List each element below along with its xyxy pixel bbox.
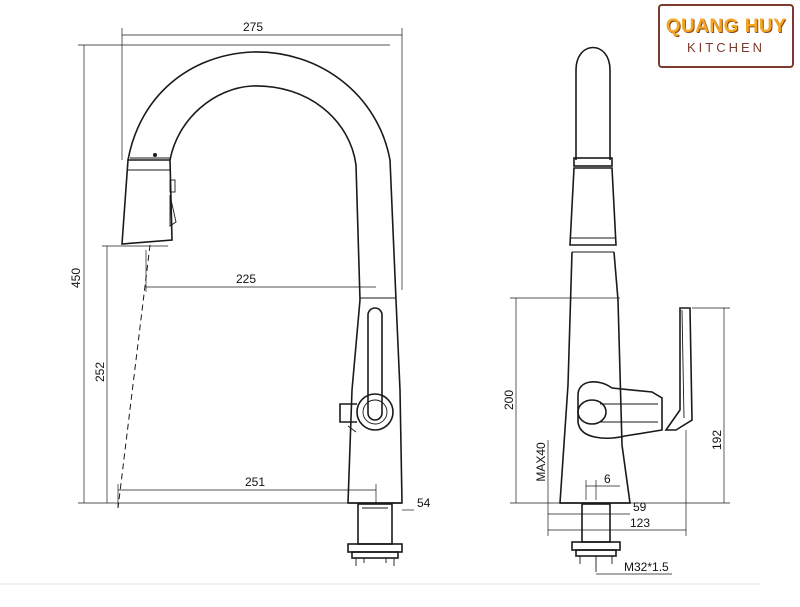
spout-outer [127, 51, 397, 301]
handle-hub [356, 393, 394, 431]
spray-button [169, 179, 176, 193]
side-handle-lever [664, 307, 693, 431]
dim-six: 6 [604, 472, 611, 486]
brand-name: QUANG HUY [665, 16, 787, 37]
dim-reach-bottom: 251 [245, 475, 265, 489]
side-handle [577, 381, 663, 439]
front-view: 275 450 252 225 251 54 [69, 20, 431, 566]
brand-logo: QUANG HUY KITCHEN [658, 4, 794, 68]
faucet-body [347, 299, 403, 504]
spout-inner [169, 85, 361, 301]
mount-nut [347, 543, 403, 553]
side-body [559, 251, 631, 504]
dim-height-total: 450 [69, 268, 83, 288]
side-shank [581, 503, 611, 543]
dim-base-width: 54 [417, 496, 431, 510]
dim-thread: M32*1.5 [624, 560, 669, 574]
dim-reach-mid: 225 [236, 272, 256, 286]
side-spray-head [569, 167, 617, 246]
side-spout [575, 46, 611, 160]
dim-max-deck: MAX40 [534, 442, 548, 482]
handle-lever [367, 307, 383, 421]
side-view: 200 192 MAX40 6 59 123 M32*1.5 [502, 46, 730, 575]
dim-reach-top: 275 [243, 20, 263, 34]
dim-fifty-nine: 59 [633, 500, 647, 514]
dim-body-height: 200 [502, 390, 516, 410]
dim-spout-height: 252 [93, 362, 107, 382]
dim-one-two-three: 123 [630, 516, 650, 530]
mount-shank [357, 503, 393, 545]
brand-subtitle: KITCHEN [686, 40, 766, 55]
spray-head [121, 159, 173, 245]
dim-handle-height: 192 [710, 430, 724, 450]
